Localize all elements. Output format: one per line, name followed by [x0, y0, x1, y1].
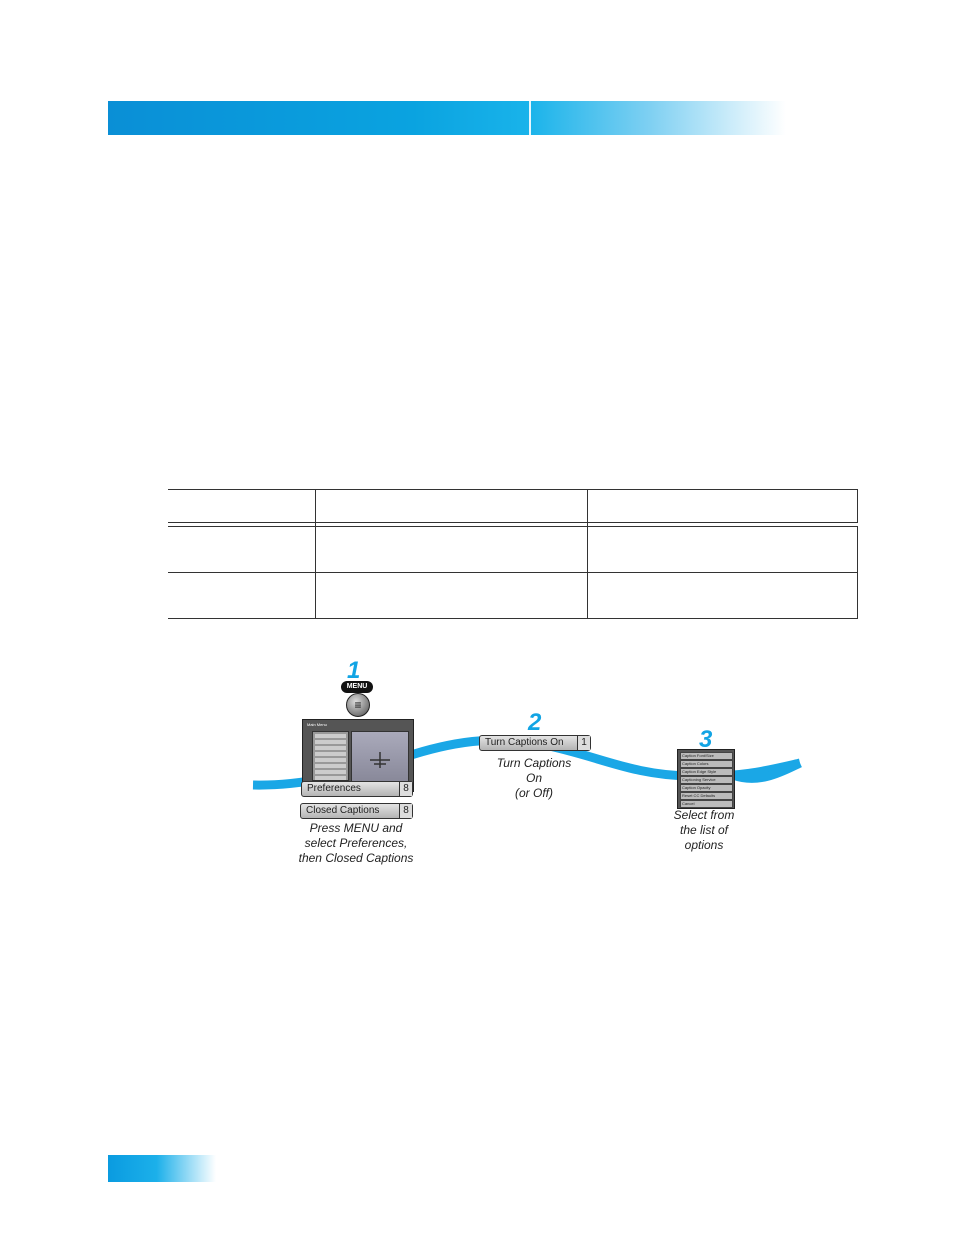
closed-captions-label: Closed Captions — [306, 805, 380, 816]
screen-title: Main Menu — [307, 722, 327, 727]
step-number-1: 1 — [347, 657, 361, 684]
caption-options-menu: Caption Font/Size Caption Colors Caption… — [677, 749, 735, 809]
table-col-edge — [857, 489, 858, 523]
header-bar — [108, 101, 786, 135]
turn-captions-on-bar: Turn Captions On 1 — [479, 735, 591, 751]
caption-line: select Preferences, — [304, 836, 408, 850]
caption-line: Select from — [673, 808, 735, 822]
closed-captions-bar: Closed Captions 8 — [300, 803, 413, 819]
step-3-caption: Select from the list of options — [654, 808, 754, 853]
menu-icon: ≡ — [346, 693, 370, 717]
closed-captions-number: 8 — [399, 804, 412, 818]
screen-menu-list — [312, 731, 349, 781]
table-rule-row — [168, 572, 858, 573]
caption-line: Press MENU and — [309, 821, 403, 835]
table-rule-header-double — [168, 526, 858, 527]
caption-line: options — [684, 838, 724, 852]
option-row: Captioning Service — [680, 776, 733, 784]
step-number-2: 2 — [528, 709, 542, 736]
table-col-divider — [315, 489, 316, 618]
table-rule-top — [168, 489, 858, 490]
header-divider — [529, 101, 531, 135]
option-row: Caption Colors — [680, 760, 733, 768]
step-number-3: 3 — [699, 726, 713, 753]
screen-picture — [351, 731, 409, 783]
table-rule-header — [168, 522, 858, 523]
caption-line: then Closed Captions — [298, 851, 414, 865]
preferences-bar: Preferences 8 — [301, 781, 413, 797]
table-col-divider — [587, 489, 588, 618]
step-1-caption: Press MENU and select Preferences, then … — [286, 821, 426, 866]
option-row: Cancel — [680, 800, 733, 808]
turn-captions-on-label: Turn Captions On — [485, 737, 564, 748]
caption-line: On — [525, 771, 542, 785]
menu-button-label: MENU — [341, 681, 373, 693]
option-row: Caption Font/Size — [680, 752, 733, 760]
option-row: Caption Edge Style — [680, 768, 733, 776]
main-menu-screen: Main Menu — [302, 719, 414, 792]
preferences-number: 8 — [399, 782, 412, 796]
turn-captions-on-number: 1 — [577, 736, 590, 750]
caption-line: the list of — [679, 823, 729, 837]
caption-line: Turn Captions — [496, 756, 572, 770]
option-row: Reset CC Defaults — [680, 792, 733, 800]
table-col-edge — [857, 526, 858, 618]
option-row: Caption Opacity — [680, 784, 733, 792]
preferences-label: Preferences — [307, 783, 361, 794]
step-2-caption: Turn Captions On (or Off) — [474, 756, 594, 801]
table-rule-bottom — [168, 618, 858, 619]
footer-bar — [108, 1155, 216, 1182]
caption-line: (or Off) — [515, 786, 553, 800]
